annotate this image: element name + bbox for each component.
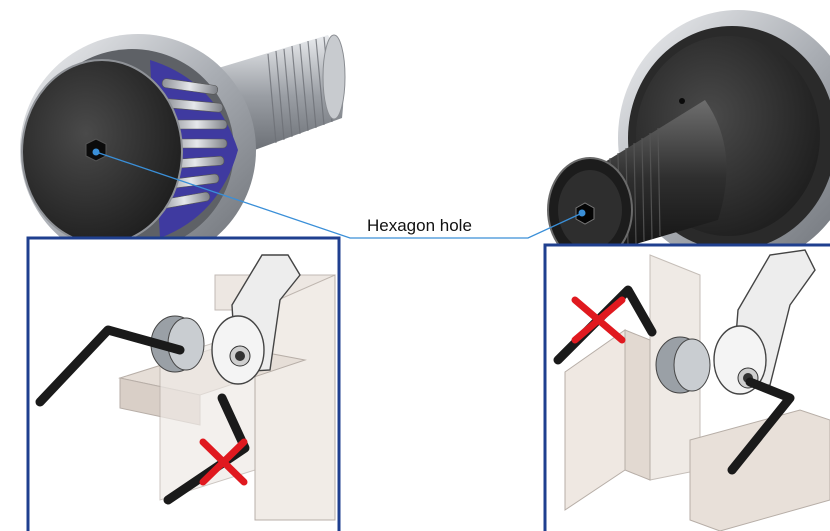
left-hex-key <box>35 325 185 407</box>
right-rail <box>564 254 830 531</box>
right-hex-key <box>727 377 795 475</box>
cross-mark-icon <box>199 438 248 486</box>
hexagon-hole-label: Hexagon hole <box>367 216 472 235</box>
left-leader-dot <box>92 148 100 156</box>
cross-mark-icon <box>571 296 626 344</box>
right-leader-dot <box>578 209 586 217</box>
right-bearing-image <box>547 10 830 266</box>
right-cam-follower <box>655 336 759 394</box>
left-installation-panel <box>26 236 341 531</box>
right-installation-panel <box>543 243 830 531</box>
callout-leader-lines <box>95 151 581 239</box>
leader-line <box>95 151 581 239</box>
left-hex-key-wrong <box>163 393 250 505</box>
left-bearing-image <box>20 34 346 266</box>
